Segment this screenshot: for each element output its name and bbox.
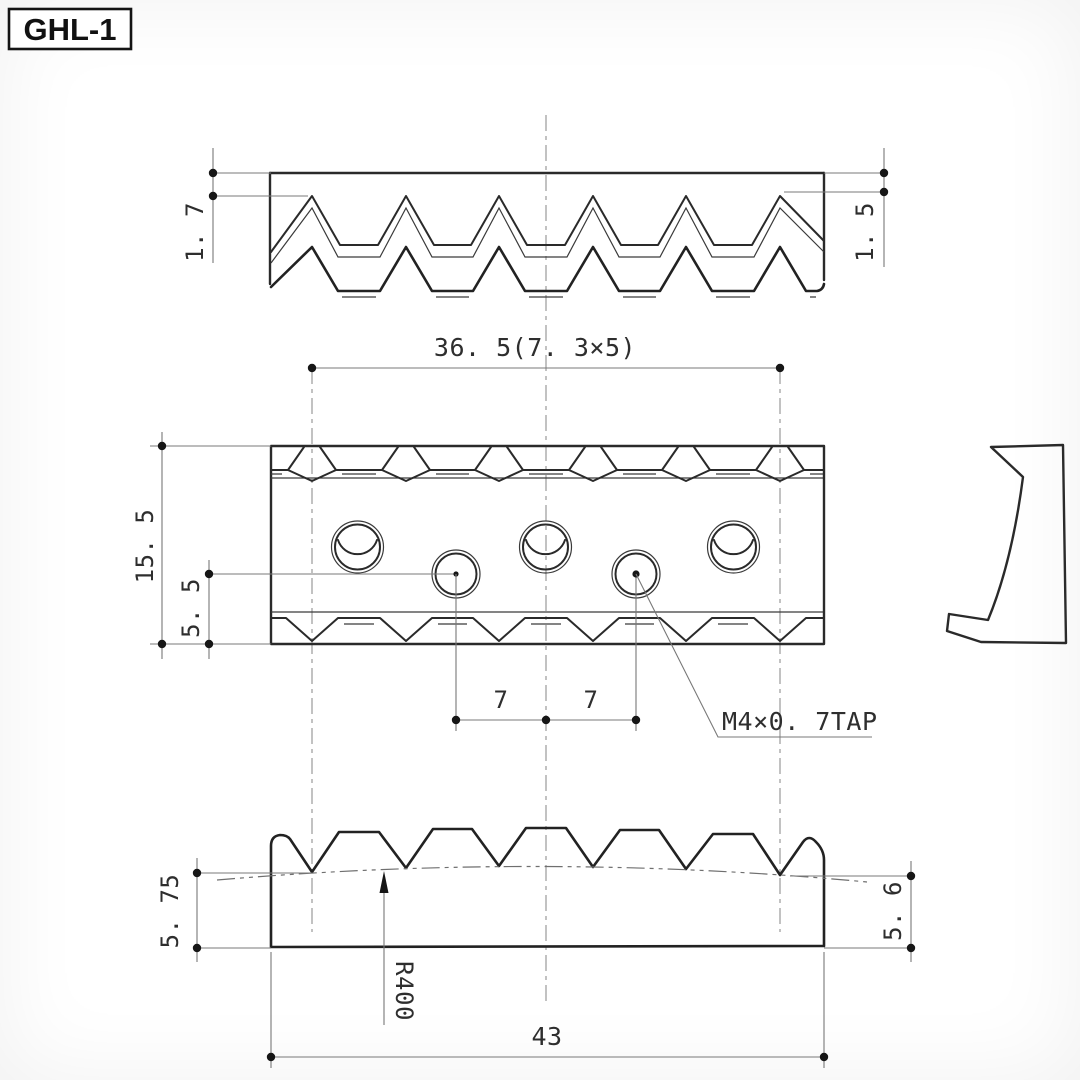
part-number-label: GHL-1: [24, 12, 117, 47]
dim-front-left: 5. 75: [156, 858, 312, 962]
dim-hole-offset-label: 5. 5: [177, 578, 205, 638]
dim-pitch-right-label: 7: [584, 686, 599, 714]
front-view-drawing: [216, 826, 868, 949]
rear-view-drawing: [268, 171, 826, 298]
tap-note-label: M4×0. 7TAP: [722, 707, 878, 736]
dim-pitch-left-label: 7: [494, 686, 509, 714]
dim-rear-left: 1. 7: [181, 148, 308, 263]
dim-front-right: 5. 6: [790, 861, 916, 962]
dim-rear-right-label: 1. 5: [851, 202, 879, 262]
part-number-badge: GHL-1: [7, 7, 133, 51]
dim-plan-height-label: 15. 5: [131, 509, 159, 584]
dim-hole-offset: 5. 5: [177, 560, 459, 659]
counterbore-holes: [330, 520, 761, 574]
plan-view-drawing: [269, 444, 826, 646]
dim-rear-right: 1. 5: [784, 148, 889, 267]
dim-groove-span: 36. 5(7. 3×5): [307, 333, 785, 373]
radius-callout: R400: [379, 871, 418, 1025]
arrowhead-icon: [379, 871, 389, 893]
dim-front-left-label: 5. 75: [156, 874, 184, 949]
dim-overall-width: 43: [266, 952, 829, 1068]
dim-plan-height: 15. 5: [131, 432, 271, 659]
tap-callout: M4×0. 7TAP: [632, 570, 878, 738]
side-profile-view: [945, 443, 1068, 645]
dim-tap-pitch: 7 7: [451, 574, 641, 731]
dim-rear-left-label: 1. 7: [181, 202, 209, 262]
centerlines: [311, 115, 781, 1002]
dim-front-right-label: 5. 6: [879, 881, 907, 941]
badge-frame: [7, 7, 133, 51]
radius-note-label: R400: [390, 961, 418, 1021]
dim-overall-width-label: 43: [531, 1022, 562, 1051]
dim-groove-span-label: 36. 5(7. 3×5): [434, 333, 636, 362]
